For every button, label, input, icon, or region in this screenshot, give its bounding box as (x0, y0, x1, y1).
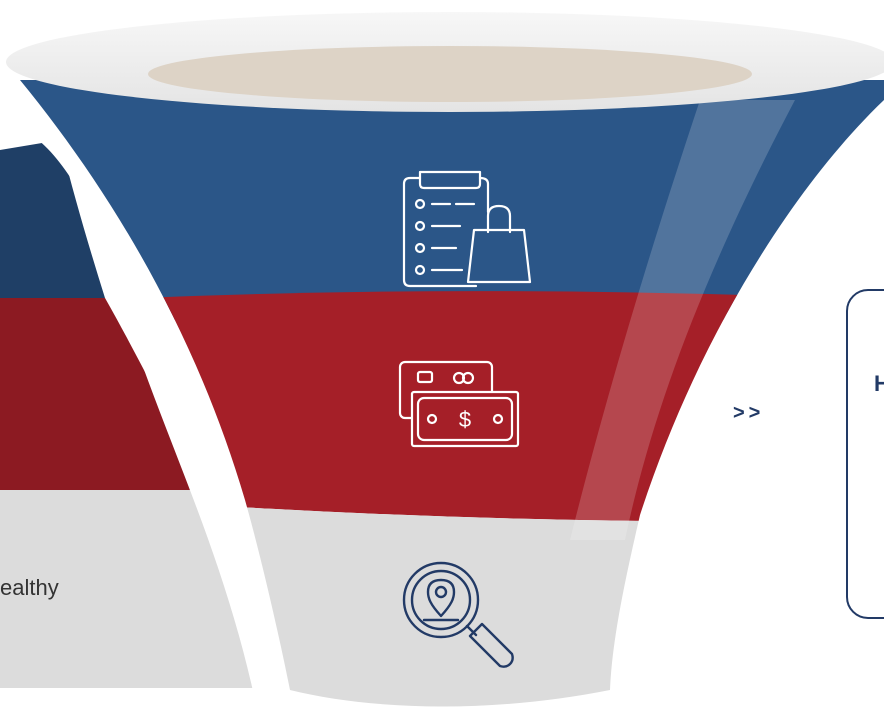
left-panel-text: ealthy (0, 575, 59, 600)
funnel-opening (148, 46, 752, 102)
svg-text:$: $ (459, 407, 471, 432)
left-funnel-separator (0, 90, 290, 700)
left-funnel-gray-band (0, 490, 268, 688)
funnel-highlight (570, 100, 795, 540)
stage-card-title: H (874, 371, 884, 396)
connector-arrows: >> (733, 402, 765, 424)
location-search-icon (402, 561, 514, 668)
left-funnel (0, 90, 290, 700)
clipboard-shopping-bag-icon (402, 170, 532, 288)
funnel-stage-blue (20, 80, 884, 320)
stage-card: H (846, 289, 884, 619)
credit-card-cash-icon: $ (398, 360, 520, 448)
left-funnel-red-band (0, 298, 205, 490)
left-funnel-blue-band (0, 140, 105, 298)
